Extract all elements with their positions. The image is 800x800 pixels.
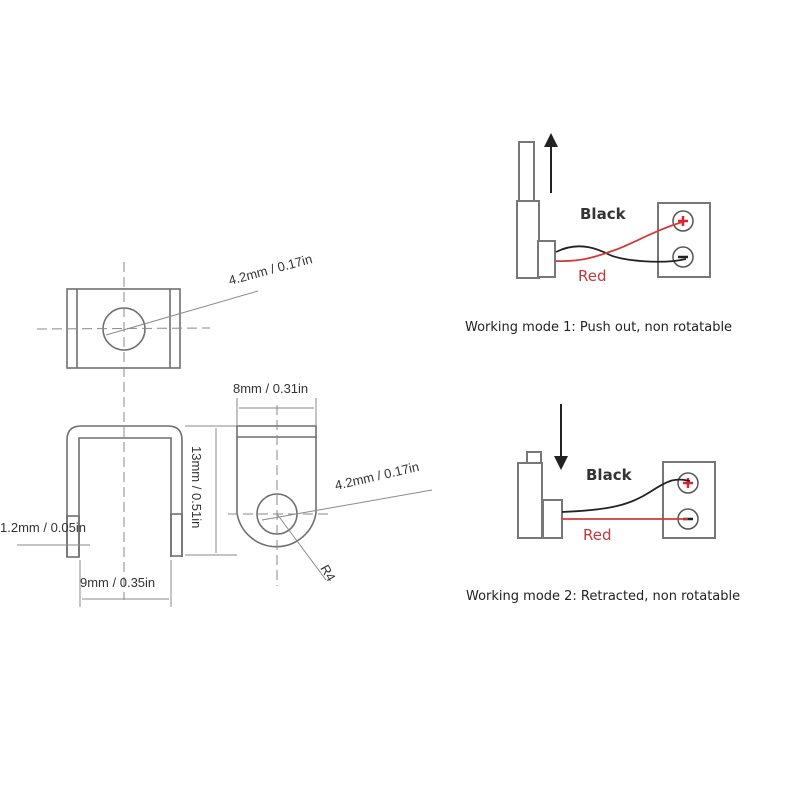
front-view: 13mm / 0.51in 9mm / 0.35in 1.2mm / 0.05i… [0,425,237,607]
black-wire [555,245,687,263]
top-hole-dimension: 4.2mm / 0.17in [227,251,314,288]
mode2-black-label: Black [586,466,633,484]
mode2-red-label: Red [583,526,612,544]
thickness-dimension: 1.2mm / 0.05in [0,520,86,535]
mode1-caption: Working mode 1: Push out, non rotatable [465,320,732,335]
black-wire [561,478,691,513]
mode1-red-label: Red [578,267,607,285]
side-hole-dimension: 4.2mm / 0.17in [333,459,420,493]
mode2-diagram: Black Red Working mode 2: Retracted, non… [466,404,740,604]
mode1-diagram: Black Red Working mode 1: Push out, non … [465,133,732,335]
arrow-up-icon [544,133,558,193]
radius-dimension: R4 [317,562,338,584]
mode2-caption: Working mode 2: Retracted, non rotatable [466,589,740,604]
arrow-down-icon [554,404,568,470]
mode1-black-label: Black [580,205,627,223]
inner-width-dimension: 9mm / 0.35in [80,575,155,590]
height-dimension: 13mm / 0.51in [189,446,204,528]
width-dimension: 8mm / 0.31in [233,381,308,396]
red-wire [555,221,684,262]
side-view: 8mm / 0.31in 4.2mm / 0.17in R4 [228,381,433,586]
